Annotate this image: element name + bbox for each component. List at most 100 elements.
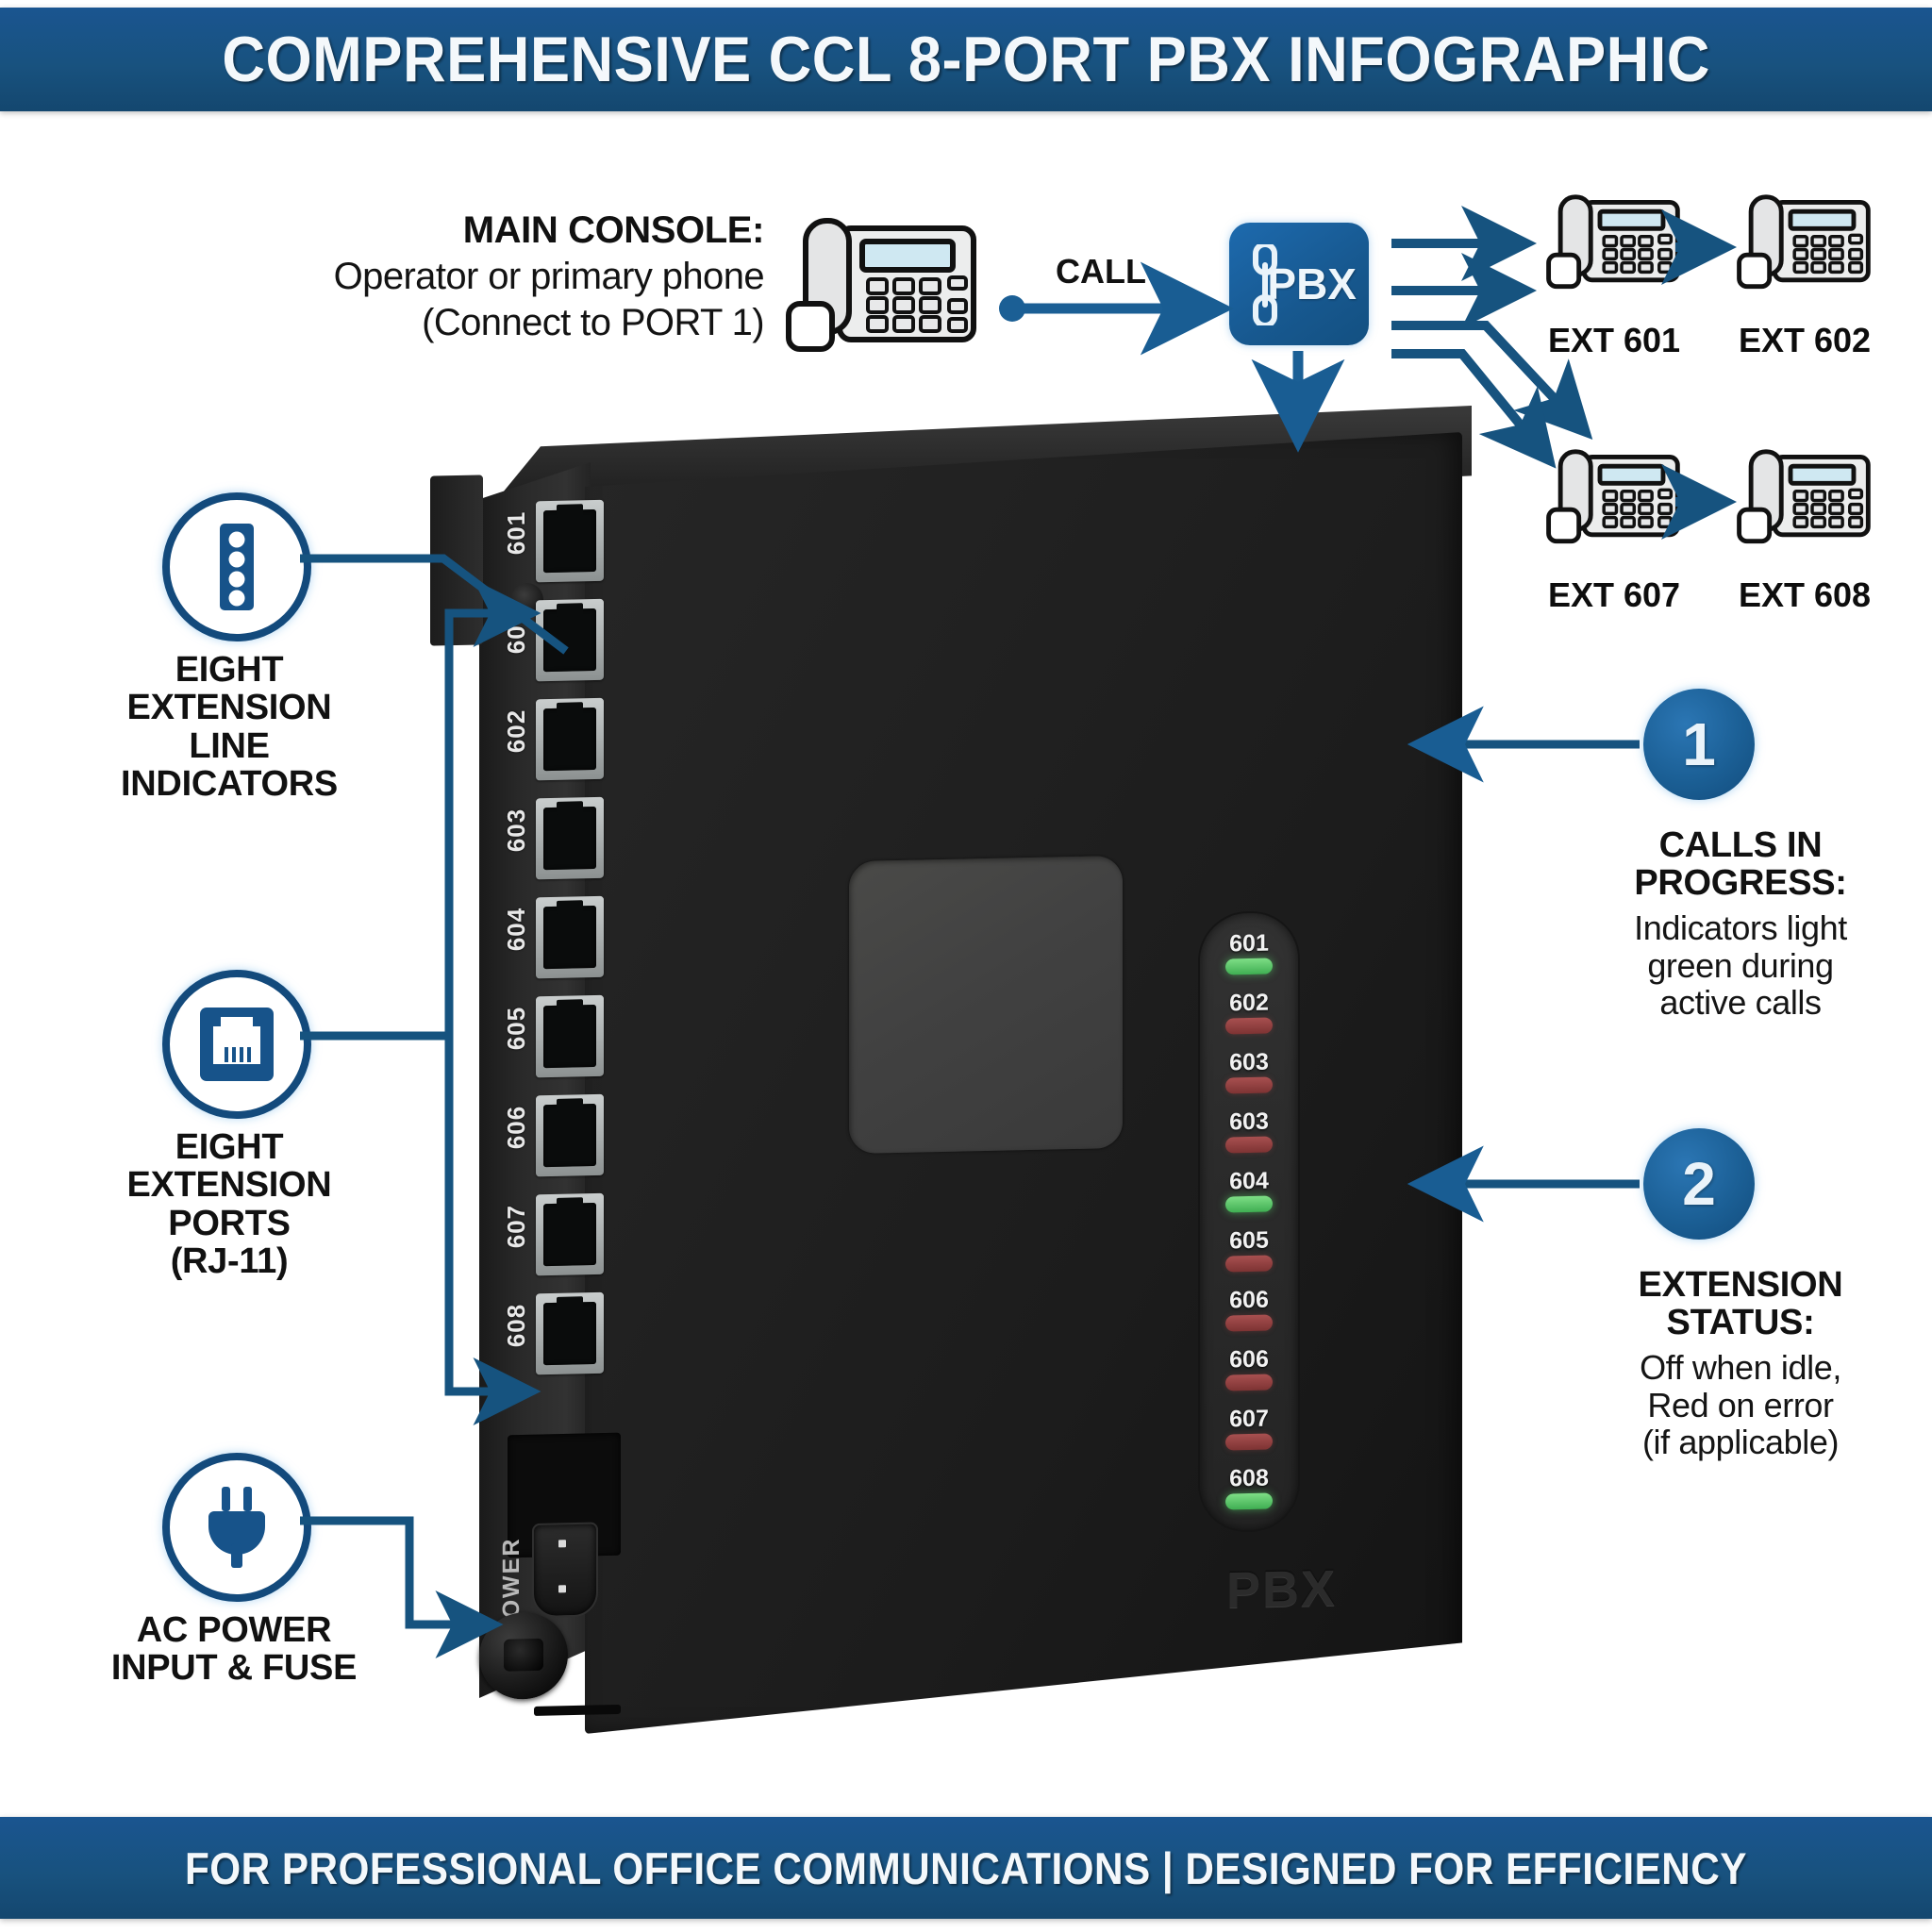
rj11-jack[interactable] — [536, 1093, 604, 1177]
led-row: 608 — [1200, 1464, 1298, 1524]
callout-led-line3: LINE — [189, 725, 270, 766]
callout-status-body-line2: Red on error — [1647, 1385, 1834, 1424]
main-console-caption: MAIN CONSOLE: Operator or primary phone … — [198, 209, 765, 344]
led-indicator-icon — [220, 524, 254, 610]
ext-607-label: EXT 607 — [1547, 575, 1681, 614]
callout-status-body-line3: (if applicable) — [1641, 1423, 1840, 1462]
main-console-phone-icon — [786, 218, 976, 352]
callout-ports-title: EIGHT EXTENSION PORTS (RJ-11) — [64, 1128, 394, 1280]
rj11-jack[interactable] — [536, 1192, 604, 1276]
rj11-jack-opening — [543, 806, 596, 871]
device-port-row[interactable]: 601 — [500, 593, 604, 688]
ext-608-phone-icon — [1737, 449, 1871, 544]
led-red-indicator — [1225, 1433, 1273, 1451]
led-green-indicator — [1225, 1195, 1273, 1213]
led-label: 606 — [1229, 1345, 1269, 1374]
fuse-holder[interactable] — [479, 1611, 568, 1701]
callout-calls-line2: PROGRESS: — [1634, 863, 1847, 904]
led-label: 604 — [1229, 1167, 1269, 1195]
rj11-jack[interactable] — [536, 994, 604, 1078]
led-row: 603 — [1200, 1108, 1298, 1168]
callout-calls-body-line2: green during — [1647, 945, 1834, 985]
callout-led-line1: EIGHT — [175, 650, 284, 690]
callout-calls-body-line3: active calls — [1659, 983, 1822, 1023]
device-power-area: POWER — [479, 1517, 660, 1728]
ext-608-label: EXT 608 — [1738, 575, 1872, 614]
device-port-row[interactable]: 606 — [500, 1089, 604, 1183]
callout-calls-title: CALLS IN PROGRESS: — [1585, 826, 1896, 903]
device-port-label: 606 — [502, 1105, 530, 1150]
led-row: 603 — [1200, 1048, 1298, 1108]
rj11-jack-opening — [543, 1004, 596, 1069]
main-console-line2: (Connect to PORT 1) — [422, 302, 764, 343]
callout-status-body-line1: Off when idle, — [1640, 1348, 1841, 1387]
led-row: 604 — [1200, 1167, 1298, 1227]
rj11-port-icon — [200, 1008, 274, 1081]
rj11-jack[interactable] — [536, 796, 604, 880]
callout-number-2-badge[interactable]: 2 — [1643, 1128, 1755, 1240]
callout-status-title: EXTENSION STATUS: — [1585, 1266, 1896, 1342]
led-label: 603 — [1229, 1108, 1269, 1136]
rj11-jack[interactable] — [536, 499, 604, 583]
rj11-jack[interactable] — [536, 1291, 604, 1375]
device-port-label: 601 — [502, 510, 530, 556]
device-logo: PBX — [1226, 1559, 1338, 1620]
led-label: 602 — [1229, 989, 1269, 1017]
rj11-jack-opening — [543, 1202, 596, 1267]
device-port-row[interactable]: 604 — [500, 891, 604, 985]
callout-number-2: 2 — [1682, 1150, 1716, 1218]
callout-led-title: EIGHT EXTENSION LINE INDICATORS — [64, 651, 394, 803]
pbx-handset-glyph-icon — [1253, 244, 1277, 325]
led-row: 606 — [1200, 1345, 1298, 1406]
device-port-row[interactable]: 607 — [500, 1188, 604, 1282]
device-port-row[interactable]: 605 — [500, 990, 604, 1084]
pbx-hub: PBX — [1229, 223, 1369, 345]
led-green-indicator — [1225, 958, 1273, 975]
device-port-row[interactable]: 603 — [500, 791, 604, 886]
rj11-jack-opening — [543, 707, 596, 772]
led-red-indicator — [1225, 1314, 1273, 1332]
led-label: 601 — [1229, 929, 1269, 958]
rj11-jack-opening — [543, 1103, 596, 1168]
callout-led-line2: EXTENSION — [126, 688, 332, 728]
ext-607-phone-icon — [1546, 449, 1680, 544]
vent-slot — [534, 1704, 621, 1716]
callout-calls-line1: CALLS IN — [1658, 825, 1823, 865]
callout-calls-body-line1: Indicators light — [1634, 908, 1847, 947]
call-label: CALL — [1056, 252, 1146, 291]
call-origin-dot — [999, 295, 1025, 322]
device-port-label: 602 — [502, 708, 530, 754]
led-row: 605 — [1200, 1226, 1298, 1287]
power-plug-badge[interactable] — [162, 1453, 311, 1602]
ac-power-socket[interactable] — [532, 1522, 598, 1619]
led-red-indicator — [1225, 1017, 1273, 1035]
led-label: 605 — [1229, 1226, 1269, 1255]
main-console-title: MAIN CONSOLE: — [462, 209, 765, 251]
device-port-row[interactable]: 608 — [500, 1287, 604, 1381]
led-indicator-badge[interactable] — [162, 492, 311, 641]
rj11-jack[interactable] — [536, 697, 604, 781]
device-port-label: 605 — [502, 1006, 530, 1051]
callout-ports-line4: (RJ-11) — [170, 1241, 289, 1281]
rj11-jack[interactable] — [536, 895, 604, 979]
callout-status-body: Off when idle, Red on error (if applicab… — [1585, 1349, 1896, 1461]
led-green-indicator — [1225, 1492, 1273, 1510]
callout-number-1-badge[interactable]: 1 — [1643, 689, 1755, 800]
device-mount-tab — [430, 475, 483, 646]
rj11-jack-opening — [543, 1301, 596, 1366]
device-port-row[interactable]: 601 — [500, 494, 604, 589]
led-label: 607 — [1229, 1405, 1269, 1433]
led-label: 606 — [1229, 1286, 1269, 1314]
rj11-port-badge[interactable] — [162, 970, 311, 1119]
callout-number-1: 1 — [1682, 710, 1716, 778]
led-label: 608 — [1229, 1464, 1269, 1492]
callout-status-line1: EXTENSION — [1638, 1265, 1843, 1305]
callout-ports-line2: EXTENSION — [126, 1165, 332, 1206]
device-port-row[interactable]: 602 — [500, 692, 604, 787]
rj11-jack[interactable] — [536, 598, 604, 682]
callout-led-line4: INDICATORS — [121, 763, 338, 804]
